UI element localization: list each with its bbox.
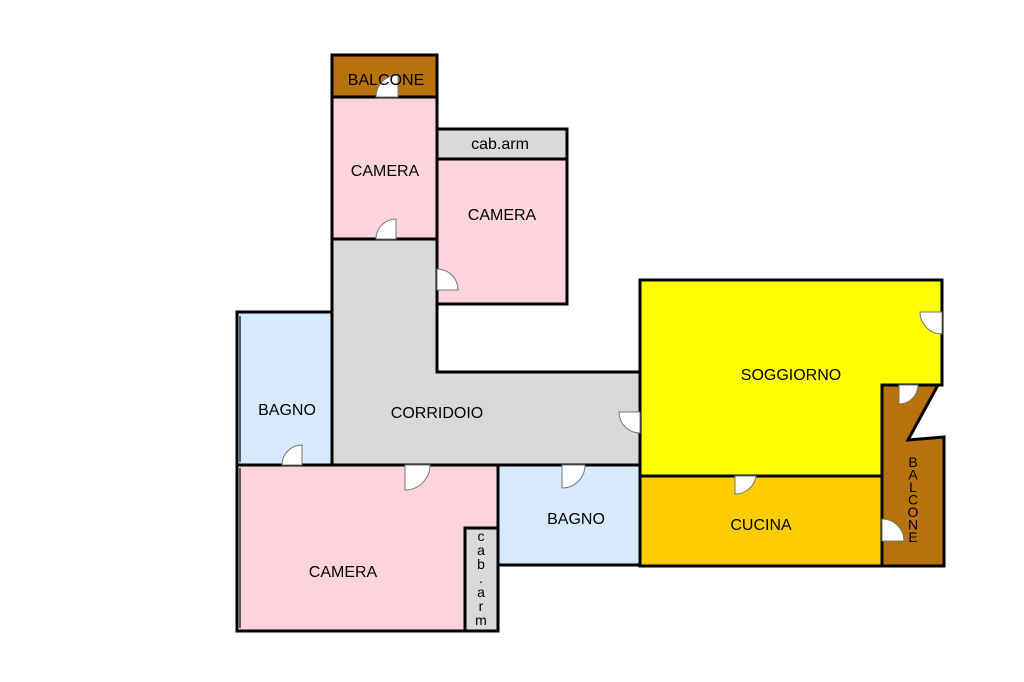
vertical-label-char: m	[475, 612, 487, 628]
bagno-bottom-label: BAGNO	[547, 511, 605, 528]
camera-bottom-room	[235, 463, 500, 633]
camera-top-right-label: CAMERA	[468, 207, 537, 224]
balcone-right-room	[880, 383, 946, 568]
door-swing-icon	[375, 74, 399, 98]
cab-arm-top-label: cab.arm	[471, 136, 529, 153]
camera-top-right-room	[435, 157, 569, 306]
door-swing-icon	[734, 475, 757, 495]
vertical-label-char: B	[908, 454, 917, 470]
door-swing-icon	[281, 444, 303, 466]
door-swing-icon	[881, 518, 905, 542]
cab-arm-vertical-room	[463, 526, 500, 633]
vertical-label-char: a	[477, 542, 485, 558]
door-swing-icon	[375, 218, 397, 240]
door-swing-icon	[618, 411, 641, 434]
vertical-label-char: C	[908, 492, 918, 508]
door-swing-icon	[919, 311, 943, 335]
soggiorno-label: SOGGIORNO	[741, 367, 841, 384]
cab-arm-vertical-label: cab.arm	[475, 528, 487, 628]
vertical-label-char: A	[908, 467, 918, 483]
cucina-room	[638, 474, 884, 568]
vertical-label-char: r	[479, 598, 484, 614]
vertical-label-char: L	[909, 479, 917, 495]
camera-top-left-label: CAMERA	[351, 163, 420, 180]
vertical-label-char: a	[477, 584, 485, 600]
vertical-label-char: .	[479, 570, 483, 586]
door-swing-icon	[898, 384, 919, 405]
vertical-label-char: c	[478, 528, 485, 544]
bagno-left-label: BAGNO	[258, 402, 316, 419]
bagno-left-room	[235, 310, 334, 467]
camera-bottom-label: CAMERA	[309, 564, 378, 581]
vertical-label-char: N	[908, 517, 918, 533]
balcone-top-label: BALCONE	[348, 72, 424, 89]
door-swing-icon	[436, 268, 459, 291]
door-swing-icon	[561, 464, 586, 489]
balcone-right-label: BALCONE	[908, 454, 919, 545]
cucina-label: CUCINA	[730, 517, 792, 534]
vertical-label-char: E	[908, 529, 917, 545]
vertical-label-char: O	[908, 504, 919, 520]
corridoio-label: CORRIDOIO	[391, 405, 483, 422]
door-swing-icon	[404, 464, 431, 491]
camera-top-left-room	[330, 95, 439, 241]
vertical-label-char: b	[477, 556, 485, 572]
